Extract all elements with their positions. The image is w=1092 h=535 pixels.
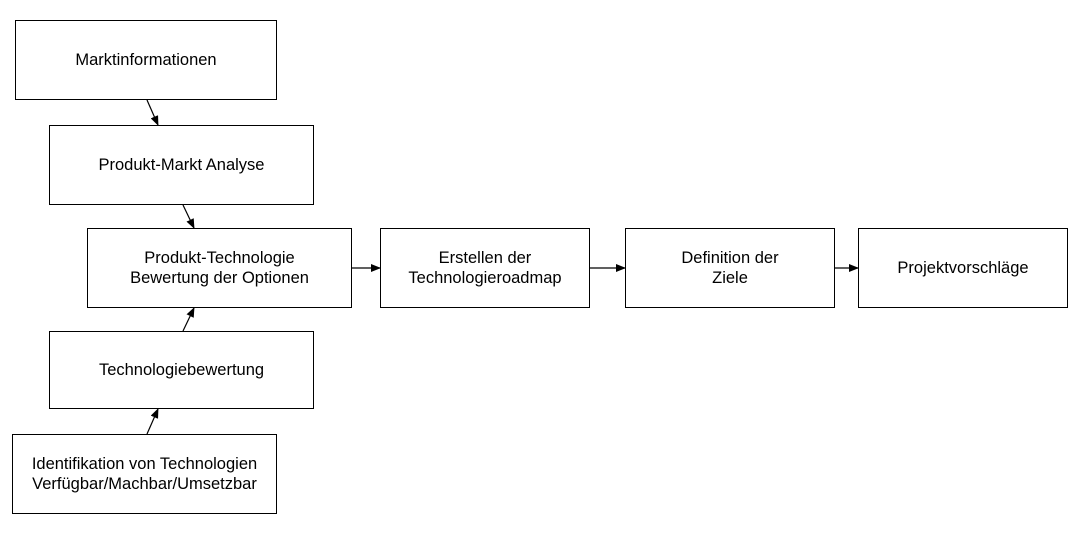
node-produkt-technologie-bewertung: Produkt-Technologie Bewertung der Option… (87, 228, 352, 308)
arrow-b2-b3 (182, 204, 195, 229)
node-label: Erstellen der Technologieroadmap (408, 249, 562, 287)
node-label: Produkt-Markt Analyse (98, 156, 265, 174)
arrow-b5-b4 (146, 408, 159, 435)
node-technologiebewertung: Technologiebewertung (49, 331, 314, 409)
node-label: Identifikation von Technologien Verfügba… (31, 455, 258, 493)
node-label: Marktinformationen (75, 51, 217, 69)
arrow-b1-b2 (146, 99, 159, 126)
node-label: Technologiebewertung (98, 361, 265, 379)
node-label: Projektvorschläge (897, 259, 1029, 277)
node-marktinformationen: Marktinformationen (15, 20, 277, 100)
node-erstellen-der-technologieroadmap: Erstellen der Technologieroadmap (380, 228, 590, 308)
node-projektvorschlaege: Projektvorschläge (858, 228, 1068, 308)
node-definition-der-ziele: Definition der Ziele (625, 228, 835, 308)
node-produkt-markt-analyse: Produkt-Markt Analyse (49, 125, 314, 205)
node-identifikation-von-technologien: Identifikation von Technologien Verfügba… (12, 434, 277, 514)
node-label: Produkt-Technologie Bewertung der Option… (130, 249, 309, 287)
node-label: Definition der Ziele (681, 249, 779, 287)
arrow-b4-b3 (182, 307, 195, 332)
